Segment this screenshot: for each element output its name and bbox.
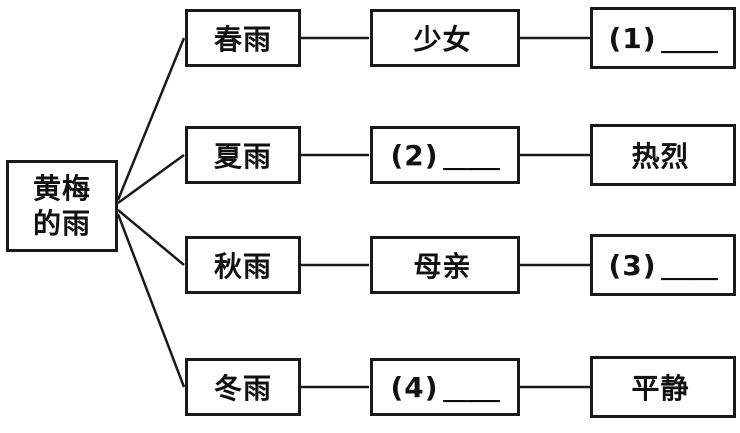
- node-label: 秋雨: [213, 250, 272, 283]
- blank-line: ＿＿: [661, 250, 718, 283]
- blank-line: ＿＿: [443, 140, 500, 173]
- node-label: (2): [390, 138, 439, 172]
- middle-node: (2) ＿＿: [370, 126, 520, 184]
- right-node: (3) ＿＿: [590, 234, 736, 296]
- right-node: 平静: [590, 356, 736, 418]
- middle-node: 母亲: [370, 236, 520, 294]
- node-label: (4): [390, 370, 439, 404]
- node-label: 平静: [631, 372, 690, 405]
- node-label: 春雨: [213, 23, 272, 56]
- node-label: 热烈: [631, 140, 690, 173]
- node-label: (1): [608, 21, 657, 55]
- season-node-spring: 春雨: [185, 9, 301, 67]
- season-node-winter: 冬雨: [185, 358, 301, 416]
- node-label: 母亲: [413, 250, 472, 283]
- node-label: 少女: [413, 23, 472, 56]
- middle-node: 少女: [370, 9, 520, 67]
- right-node: (1) ＿＿: [590, 7, 736, 69]
- right-node: 热烈: [590, 124, 736, 186]
- blank-line: ＿＿: [443, 372, 500, 405]
- node-label: 冬雨: [213, 372, 272, 405]
- node-label: (3): [608, 248, 657, 282]
- node-label: 夏雨: [213, 140, 272, 173]
- root-node: 黄梅 的雨: [6, 160, 118, 252]
- season-node-summer: 夏雨: [185, 126, 301, 184]
- blank-line: ＿＿: [661, 23, 718, 56]
- season-node-autumn: 秋雨: [185, 236, 301, 294]
- middle-node: (4) ＿＿: [370, 358, 520, 416]
- root-label: 黄梅 的雨: [32, 172, 91, 240]
